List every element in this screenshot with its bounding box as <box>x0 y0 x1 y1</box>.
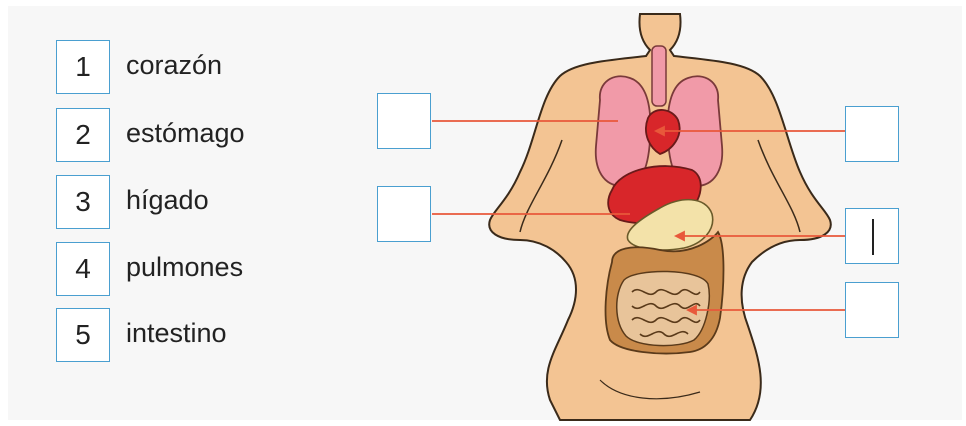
answer-box-liver[interactable] <box>377 186 431 242</box>
answer-box-intestine[interactable] <box>845 282 899 338</box>
trachea <box>652 46 666 106</box>
text-cursor <box>872 219 874 255</box>
answer-box-lungs[interactable] <box>377 93 431 149</box>
answer-box-stomach[interactable] <box>845 208 899 264</box>
answer-box-heart[interactable] <box>845 106 899 162</box>
